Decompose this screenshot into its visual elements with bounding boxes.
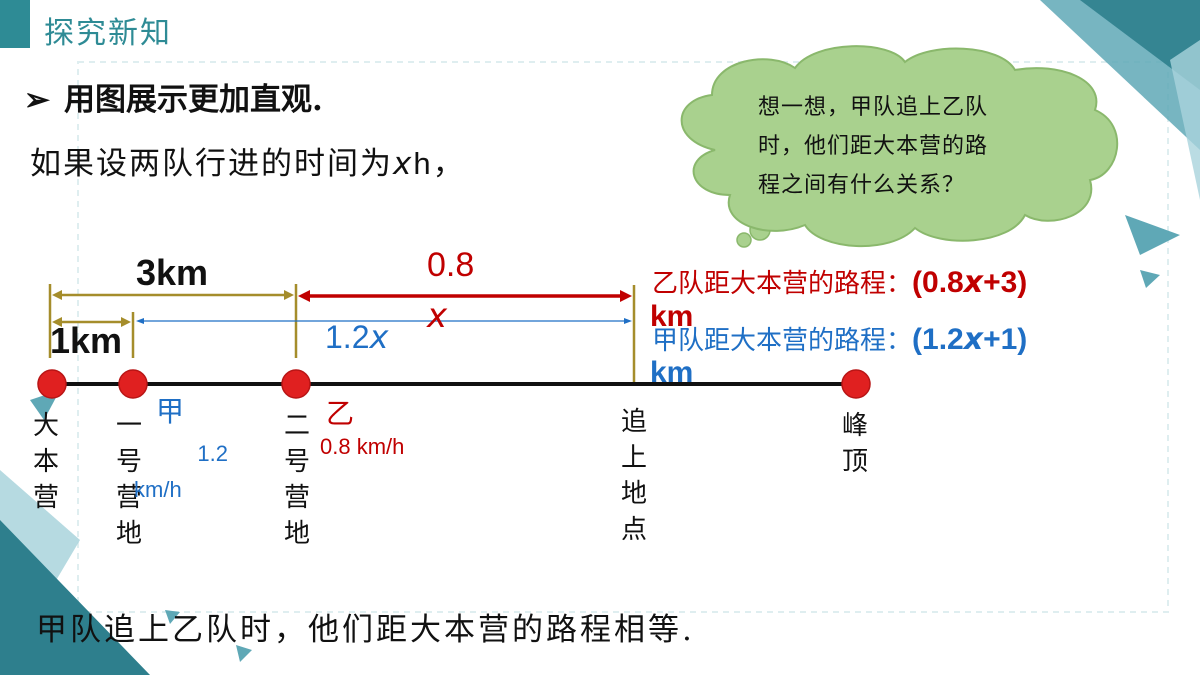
result-yi-label: 乙队距大本营的路程： [652, 269, 913, 299]
result-jia-expression: (1.2x+1) [912, 322, 1028, 357]
dimension-12-variable: x [369, 318, 389, 356]
corner-triangle-top-right-dark [1080, 0, 1200, 90]
result-jia-unit: km [650, 356, 694, 389]
bullet-heading: ➢ 用图展示更加直观. [24, 74, 323, 119]
thought-cloud [680, 45, 1119, 248]
assumption-prefix: 如果设两队行进的时间为 [30, 146, 393, 182]
team-jia-speed-unit: km/h [134, 477, 182, 502]
tiny-triangle-bottom-2 [165, 610, 180, 624]
bullet-arrow-icon: ➢ [24, 82, 50, 118]
title-accent-bar [0, 0, 30, 48]
conclusion-text: 甲队追上乙队时，他们距大本营的路程相等. [36, 612, 695, 648]
team-jia-speed-value: 1.2 [197, 441, 228, 466]
bullet-text: 用图展示更加直观. [63, 82, 323, 118]
side-triangle-right [1170, 40, 1200, 200]
thought-cloud-text: 想一想，甲队追上乙队 时，他们距大本营的路 程之间有什么关系？ [758, 88, 1078, 205]
team-jia-label: 甲 [156, 395, 185, 428]
location-base-camp: 大本营 [32, 411, 59, 513]
assumption-suffix: ， [432, 146, 466, 182]
assumption-unit: h [413, 146, 433, 181]
point-camp-two [281, 369, 311, 399]
thought-line: 程之间有什么关系？ [758, 173, 966, 198]
thought-line: 想一想，甲队追上乙队 [758, 95, 989, 120]
dimension-12x-label: 1.2x [325, 318, 388, 356]
point-summit [841, 369, 871, 399]
result-yi-unit: km [650, 300, 694, 333]
result-yi-distance: 乙队距大本营的路程：(0.8x+3) [652, 263, 1027, 300]
assumption-variable: x [393, 146, 414, 182]
location-catch-point: 追上地点 [620, 407, 647, 545]
section-title: 探究新知 [44, 16, 172, 51]
route-line [37, 369, 871, 399]
small-triangle-right [1125, 215, 1180, 255]
location-summit: 峰顶 [841, 411, 868, 477]
point-base-camp [37, 369, 67, 399]
dimension-12-number: 1.2 [325, 319, 370, 355]
team-yi-speed: 0.8 km/h [320, 434, 405, 459]
result-yi-expression: (0.8x+3) [912, 265, 1028, 300]
dashed-frame [77, 61, 1169, 613]
location-camp-two: 二号营地 [283, 411, 310, 549]
assumption-line: 如果设两队行进的时间为xh， [30, 138, 466, 183]
dimension-x-label: x [427, 296, 448, 336]
dimension-lines [48, 284, 636, 385]
dimension-08-label: 0.8 [427, 246, 475, 284]
corner-triangle-bottom-left [0, 520, 150, 675]
point-camp-one [118, 369, 148, 399]
tiny-triangle-bottom [236, 645, 252, 662]
location-camp-one: 一号营地 [115, 411, 142, 549]
dimension-1km-label: 1km [50, 320, 123, 361]
thought-line: 时，他们距大本营的路 [758, 134, 989, 159]
result-jia-distance: 甲队距大本营的路程：(1.2x+1) [652, 320, 1027, 357]
result-jia-label: 甲队距大本营的路程： [652, 326, 913, 356]
tiny-triangle-right [1140, 270, 1160, 288]
team-yi-label: 乙 [326, 397, 355, 430]
dimension-3km-label: 3km [136, 252, 209, 293]
team-jia-speed: 1.2 km/h [134, 436, 234, 508]
